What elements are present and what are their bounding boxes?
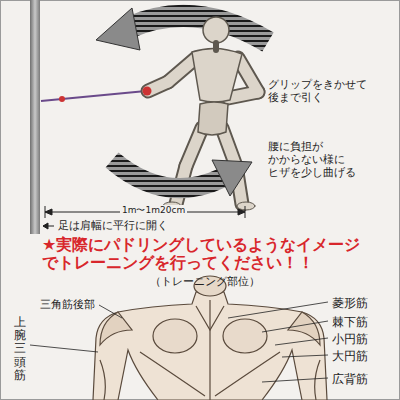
rotation-arrow [112, 160, 222, 188]
arrow-head [96, 8, 140, 50]
arrow-head [212, 160, 252, 196]
muscle-label: 菱形筋 [332, 296, 368, 310]
muscle-label: 小円筋 [332, 332, 368, 346]
leader-line [30, 302, 328, 382]
emphasis-note: ★実際にパドリングしているようなイメージでトレーニングを行ってください！！ [42, 236, 372, 273]
dimension-label: 1m〜1m20cm [120, 205, 187, 216]
back-muscles [93, 276, 327, 400]
rotation-arrow [128, 16, 268, 42]
instruction-note: グリップをきかせて 後まで引く [268, 78, 373, 104]
pole [30, 0, 40, 234]
tube-band [41, 91, 146, 101]
muscle-label: 上腕三頭筋 [14, 316, 26, 382]
section-heading: （トレーニング部位） [150, 275, 260, 288]
muscle-label: 三角筋後部 [40, 298, 95, 311]
muscle-label: 棘下筋 [332, 315, 368, 329]
muscle-label: 大円筋 [332, 349, 368, 363]
band-ring [59, 96, 65, 102]
muscle-label: 広背筋 [332, 372, 368, 386]
instruction-note: 足は肩幅に平行に開く [58, 219, 168, 232]
instruction-note: 腰に負担が かからない様に ヒザを少し曲げる [268, 140, 363, 180]
